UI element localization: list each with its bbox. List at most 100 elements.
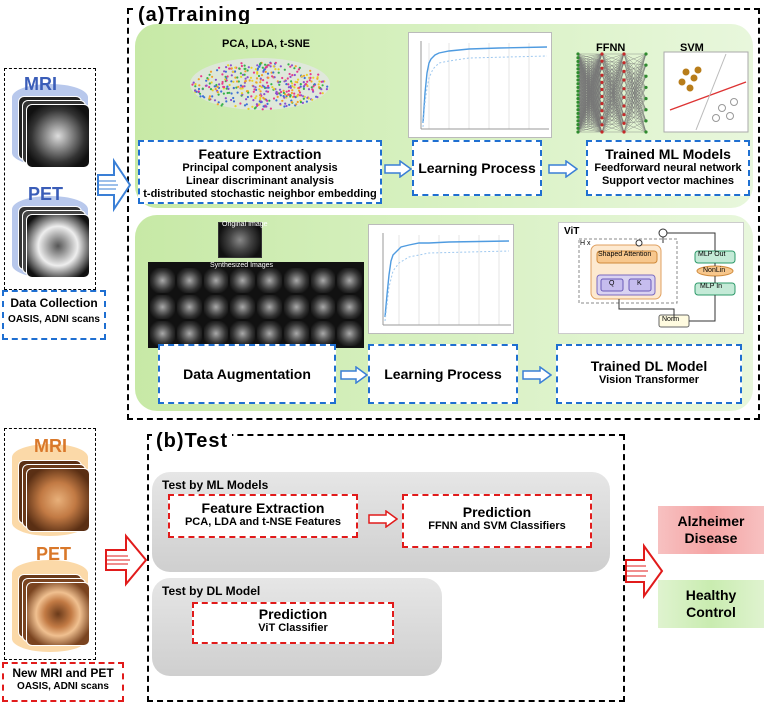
scatter-point — [197, 78, 200, 81]
synthesized-image — [150, 294, 175, 320]
ffnn-node — [600, 102, 604, 106]
ffnn-node — [576, 96, 580, 101]
ffnn-label: FFNN — [596, 42, 626, 54]
vit-shaped-attention: Shaped Attention — [598, 251, 652, 258]
test-ml-prediction-title: Prediction — [462, 504, 532, 520]
scatter-point — [258, 103, 261, 106]
scatter-point — [221, 73, 224, 76]
ffnn-node — [622, 61, 626, 65]
ffnn-node — [622, 95, 626, 99]
alzheimer-label: Alzheimer Disease — [677, 513, 745, 546]
scatter-point — [279, 80, 282, 83]
scatter-point — [240, 92, 244, 95]
feature-line-1: Principal component analysis — [182, 162, 338, 174]
synthesized-image — [230, 294, 255, 320]
scatter-point — [208, 73, 211, 76]
scatter-point — [223, 70, 226, 73]
scatter-point — [253, 88, 256, 91]
synthesized-image — [203, 268, 229, 293]
scatter-point — [222, 85, 225, 88]
arrow-row2-a — [340, 366, 368, 384]
synthesized-label: Synthesized Images — [210, 262, 274, 269]
trained-dl-sub: Vision Transformer — [598, 374, 700, 386]
new-data-box: New MRI and PET OASIS, ADNI scans — [2, 662, 124, 702]
scatter-point — [240, 62, 243, 65]
scatter-point — [298, 89, 301, 92]
ffnn-node — [622, 69, 626, 73]
scatter-point — [218, 83, 221, 86]
scatter-point — [255, 103, 258, 106]
scatter-point — [278, 88, 282, 91]
ffnn-node — [600, 130, 604, 134]
scatter-point — [250, 95, 253, 98]
scatter-point — [265, 90, 268, 93]
scatter-point — [258, 94, 262, 97]
scatter-point — [261, 108, 264, 111]
scatter-point — [285, 90, 288, 93]
scatter-point — [270, 83, 273, 86]
scatter-point — [256, 104, 259, 107]
scatter-point — [252, 85, 255, 88]
scatter-point — [294, 96, 297, 99]
scatter-point — [285, 104, 288, 108]
ffnn-node — [644, 119, 648, 123]
synthesized-image — [283, 321, 309, 346]
scatter-point — [232, 80, 235, 83]
ffnn-node — [622, 130, 626, 134]
scatter-point — [312, 85, 315, 88]
scatter-point — [221, 103, 224, 106]
scatter-point — [318, 80, 321, 83]
scatter-point — [236, 76, 239, 79]
scatter-point — [285, 83, 288, 86]
scatter-point — [278, 83, 281, 86]
scatter-point — [320, 88, 323, 91]
scatter-point — [299, 101, 303, 104]
ffnn-node — [644, 96, 648, 101]
scatter-point — [277, 68, 280, 71]
scatter-point — [241, 73, 245, 76]
training-frame — [127, 8, 760, 420]
scatter-point — [224, 97, 227, 100]
scatter-point — [263, 93, 266, 96]
scatter-point — [228, 91, 231, 94]
scatter-point — [253, 107, 256, 110]
scatter-point — [210, 81, 213, 84]
scatter-point — [208, 82, 211, 85]
scatter-point — [294, 80, 297, 83]
scatter-point — [240, 64, 243, 68]
scatter-point — [302, 97, 305, 100]
new-data-title: New MRI and PET — [12, 666, 114, 680]
scatter-point — [228, 83, 231, 87]
scatter-point — [306, 80, 309, 83]
scatter-point — [194, 83, 197, 86]
test-feature-title: Feature Extraction — [201, 500, 325, 516]
scatter-point — [309, 73, 312, 76]
scatter-point — [309, 69, 312, 72]
scatter-point — [293, 73, 296, 77]
scatter-point — [282, 91, 285, 94]
scatter-point — [291, 85, 294, 88]
scatter-point — [265, 105, 268, 108]
scatter-point — [293, 92, 296, 95]
scatter-point — [208, 86, 211, 89]
scatter-point — [245, 90, 249, 93]
scatter-point — [241, 85, 244, 88]
scatter-point — [289, 75, 292, 78]
trained-ml-title: Trained ML Models — [605, 146, 731, 162]
data-collection-box: Data Collection OASIS, ADNI scans — [2, 290, 106, 340]
scatter-point — [258, 88, 261, 91]
scatter-point — [320, 80, 323, 83]
scatter-point — [255, 81, 258, 84]
data-collection-sub: OASIS, ADNI scans — [8, 314, 100, 325]
scatter-point — [239, 102, 242, 105]
scatter-point — [237, 85, 240, 88]
ffnn-node — [622, 113, 626, 117]
scatter-point — [216, 69, 219, 72]
alzheimer-box: Alzheimer Disease — [658, 506, 764, 554]
scatter-point — [307, 97, 310, 100]
test-feature-sub: PCA, LDA and t-NSE Features — [184, 516, 342, 528]
scatter-point — [299, 83, 302, 86]
scatter-point — [278, 92, 281, 95]
scatter-point — [214, 88, 217, 91]
synthesized-image — [150, 321, 175, 346]
